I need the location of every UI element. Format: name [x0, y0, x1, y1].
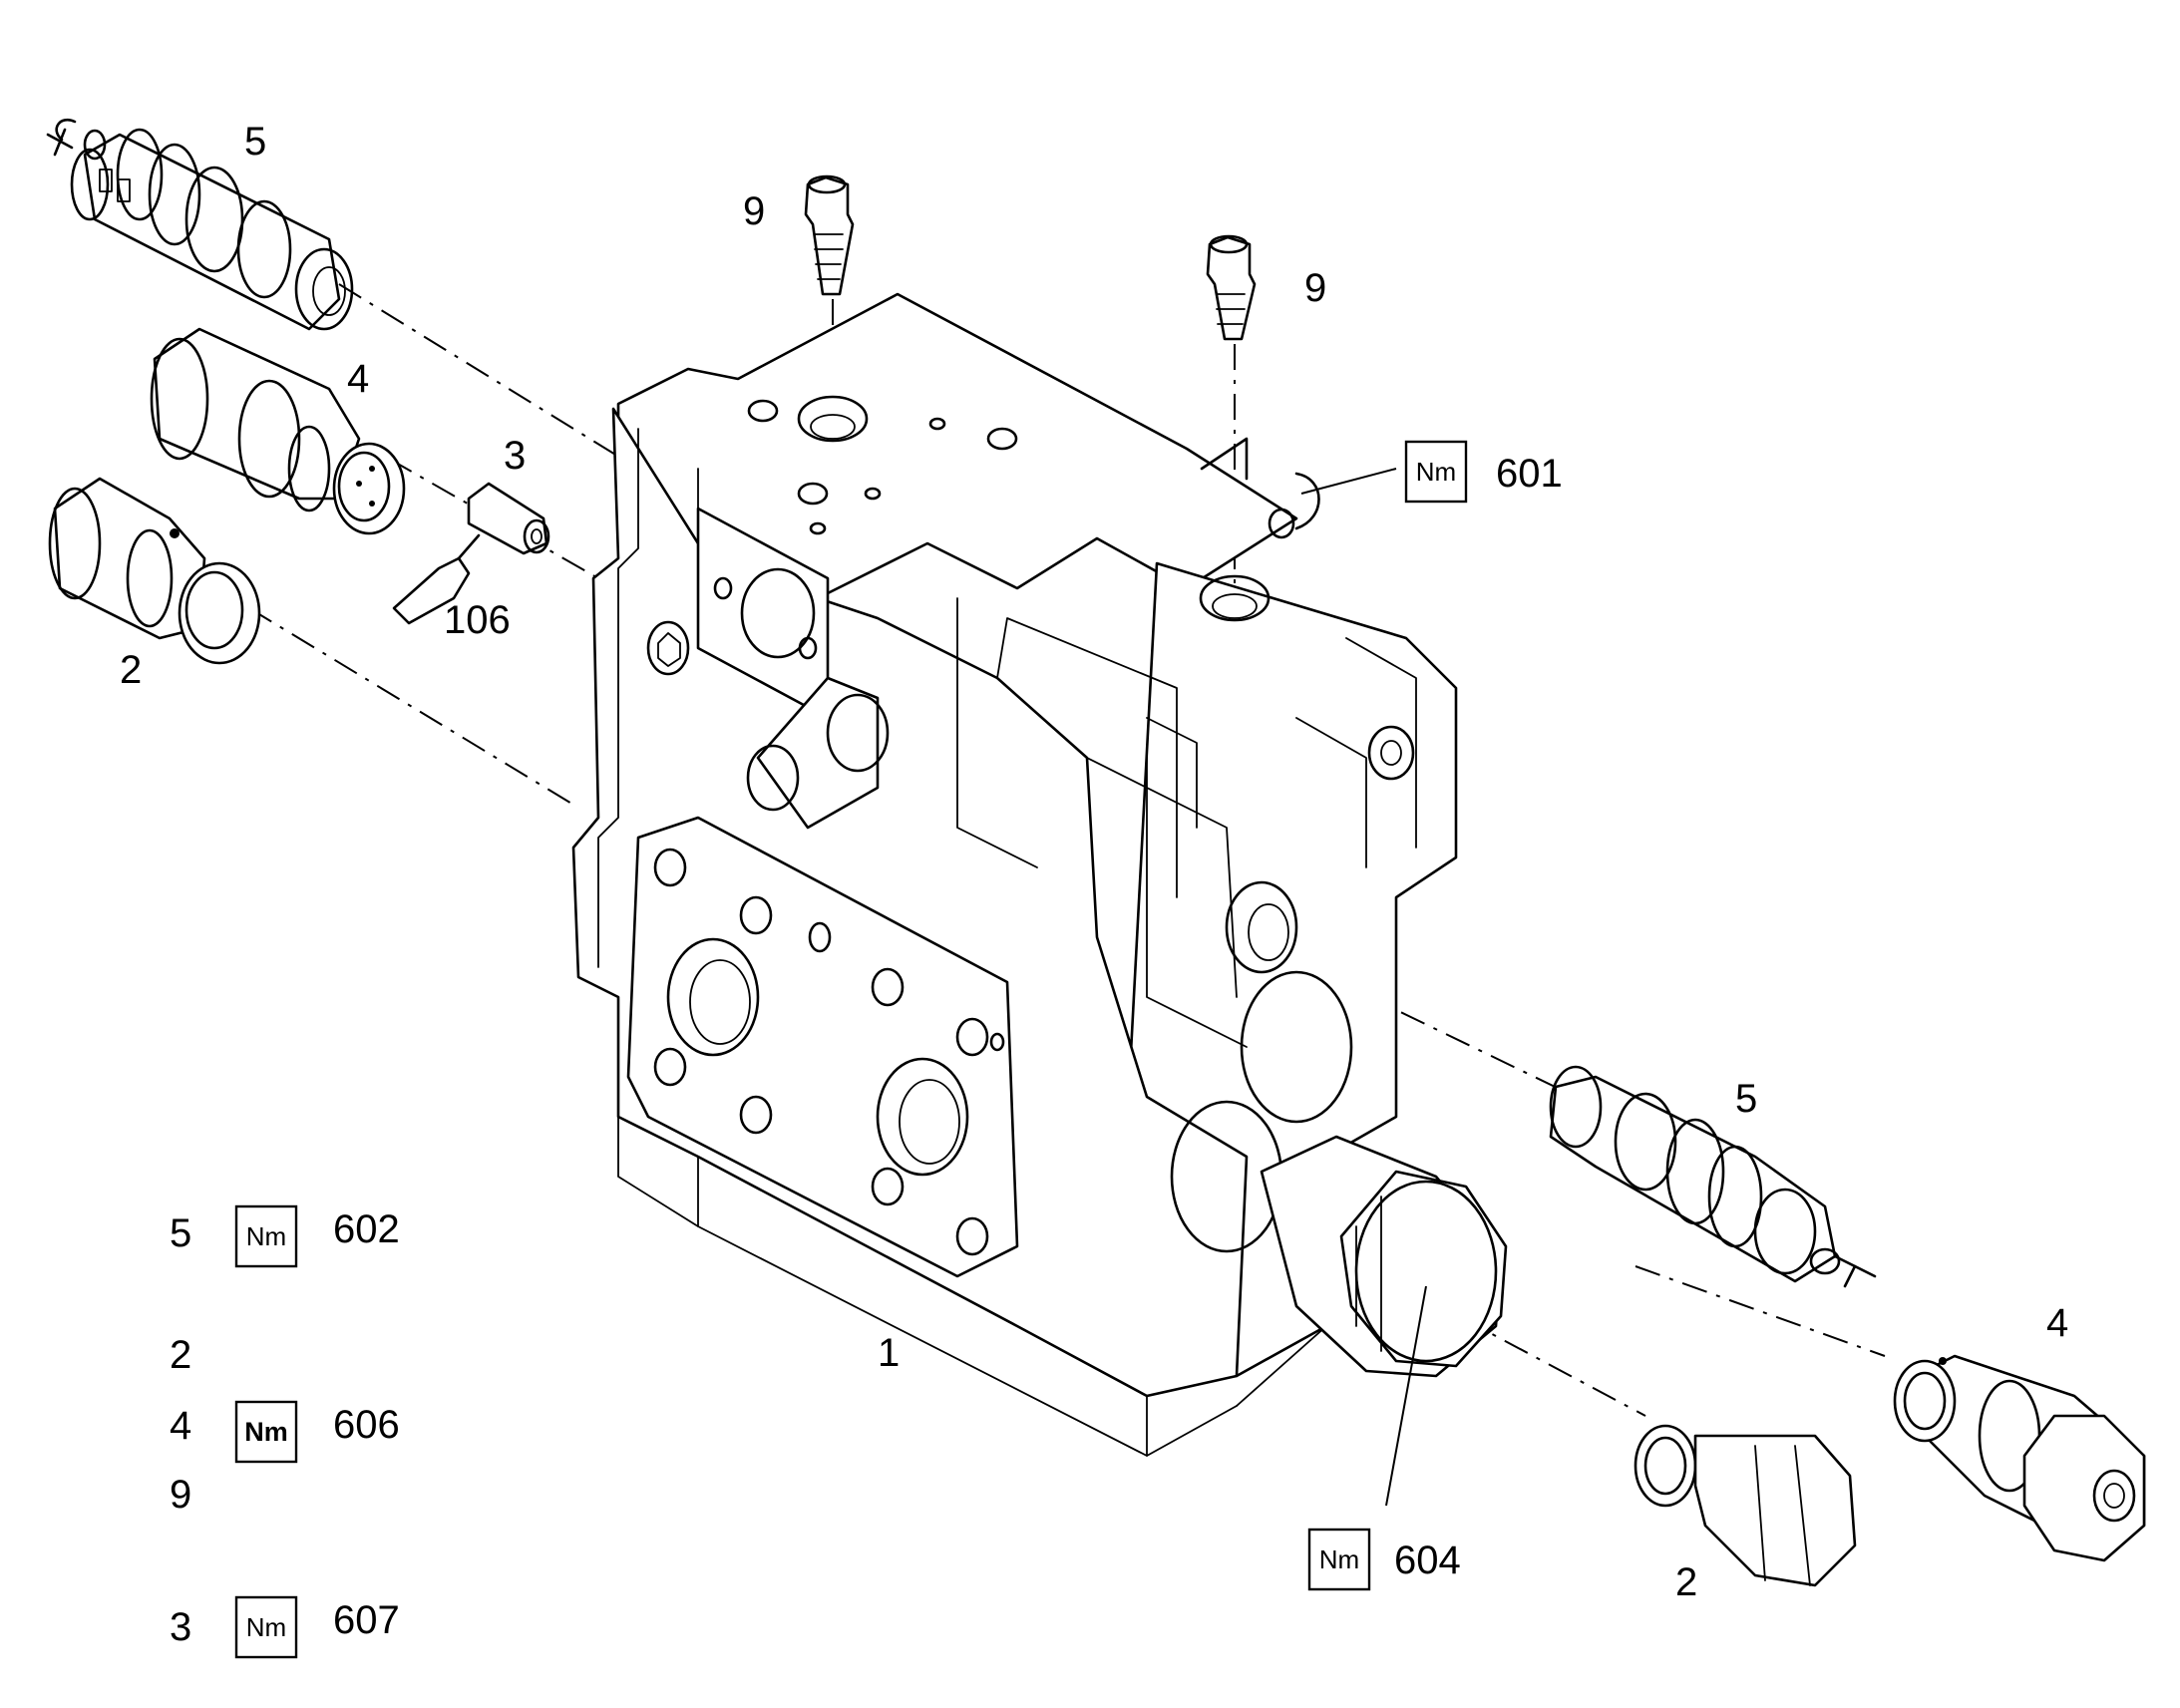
legend-part: 9	[170, 1473, 191, 1517]
callout-106: 106	[444, 598, 511, 642]
plug-right	[1634, 1424, 1857, 1587]
legend-code: 607	[333, 1598, 400, 1642]
callout-5-right: 5	[1735, 1077, 1757, 1121]
valve-housing	[571, 292, 1458, 1457]
pin-part-3	[467, 482, 550, 555]
legend-row: 2	[170, 1333, 191, 1377]
legend-row: 5 Nm 602	[170, 1204, 400, 1268]
legend-part: 3	[170, 1605, 191, 1649]
legend-part: 2	[170, 1333, 191, 1377]
callout-3-top: 3	[504, 434, 526, 478]
callout-4-right: 4	[2046, 1301, 2068, 1345]
callout-1-body: 1	[878, 1331, 900, 1375]
plug-top-left	[48, 477, 261, 665]
callout-9-right: 9	[1304, 266, 1326, 310]
legend-code: 606	[333, 1403, 400, 1447]
nm-symbol: Nm	[246, 1221, 286, 1251]
torque-code-604: 604	[1394, 1538, 1461, 1582]
legend-code: 602	[333, 1207, 400, 1251]
nm-symbol: Nm	[1416, 457, 1456, 487]
legend-part: 5	[170, 1211, 191, 1255]
check-valve-right	[1893, 1354, 2146, 1562]
bleed-screw-left	[804, 174, 855, 296]
torque-legend: 5 Nm 602 2 4 Nm 606 9 3 Nm 607	[170, 1204, 400, 1659]
callout-9-left: 9	[743, 189, 765, 233]
nm-symbol: Nm	[1319, 1544, 1359, 1574]
callout-5-top: 5	[244, 120, 266, 164]
sealant-tube-106	[392, 533, 481, 625]
nm-symbol-bold: Nm	[244, 1417, 288, 1447]
callout-2-right: 2	[1675, 1560, 1697, 1604]
front-plug	[1260, 1135, 1508, 1378]
cartridge-valve-right	[1549, 1065, 1877, 1288]
callout-4-top: 4	[347, 357, 369, 401]
legend-row: 9	[170, 1473, 191, 1517]
legend-row: 3 Nm 607	[170, 1595, 400, 1659]
nm-symbol: Nm	[246, 1612, 286, 1642]
cartridge-valve-top-left	[46, 119, 354, 331]
callouts: 5 9 9 4 3 106 2 1 5 4 2	[120, 120, 2068, 1604]
leader-lines	[1300, 468, 1427, 1507]
torque-601: Nm 601	[1404, 440, 1563, 504]
callout-2-top: 2	[120, 648, 142, 692]
legend-row: 4 Nm 606	[170, 1400, 400, 1464]
torque-604: Nm 604	[1307, 1528, 1461, 1591]
legend-part: 4	[170, 1404, 191, 1448]
torque-code-601: 601	[1496, 452, 1563, 496]
check-valve-top-left	[150, 327, 406, 535]
bleed-screw-right	[1206, 234, 1257, 341]
